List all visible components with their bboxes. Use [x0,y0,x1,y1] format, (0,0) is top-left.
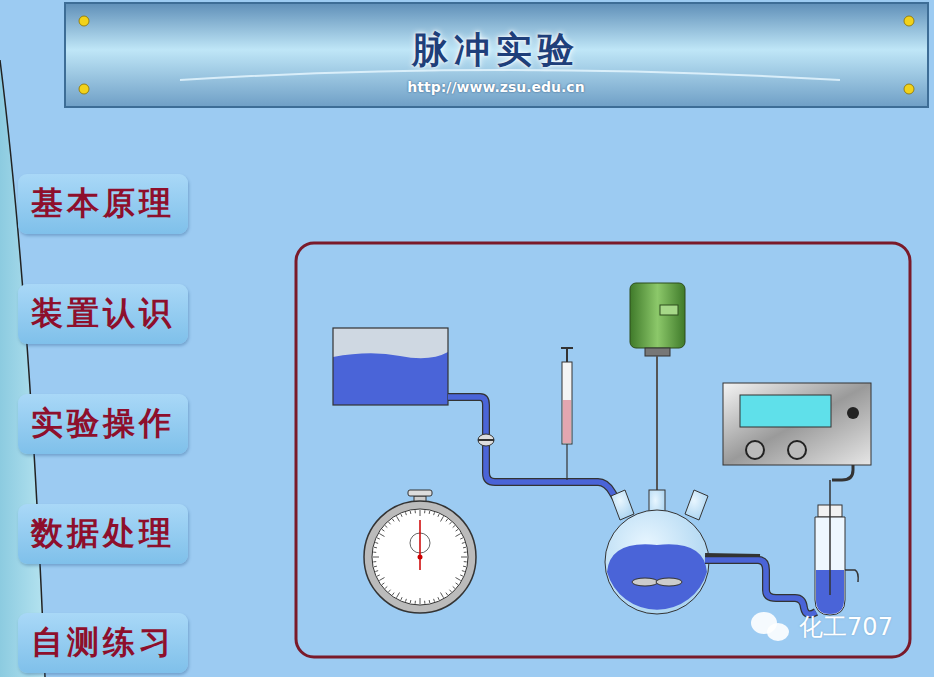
dial-tick [433,512,435,515]
dial-tick [379,534,384,537]
dial-tick [453,526,455,528]
dial-tick [438,597,439,600]
dial-tick [373,557,379,558]
dial-tick [389,590,391,592]
dial-tick [401,597,402,600]
water-tank [333,328,448,405]
dial-tick [373,561,376,562]
valve [478,434,494,446]
dial-tick [392,593,394,595]
feed-pipe [448,397,624,512]
dial-tick [438,514,439,517]
dial-tick [456,529,458,531]
dial-tick [401,514,402,517]
menu-button: 数据处理 [18,504,188,564]
dial-tick [389,522,391,524]
dial-tick [424,510,425,513]
menu-button: 实验操作 [18,394,188,454]
dial-tick [463,566,466,568]
dial-tick [461,557,467,558]
dial-tick [375,570,378,572]
menu-button: 基本原理 [18,174,188,234]
menu-button: 装置认识 [18,284,188,344]
dial-tick [410,511,412,514]
page-title: 脉冲实验 [412,26,580,75]
dial-tick [420,510,421,516]
dial-tick [463,547,466,549]
dial-tick [429,600,431,603]
dial-tick [373,552,376,553]
banner-swoosh [180,70,840,80]
apparatus-panel [296,243,910,657]
dial-tick [410,600,412,603]
dial-tick [464,552,467,553]
dial-tick [453,586,455,588]
dial-tick [456,534,461,537]
syringe [561,348,573,480]
dial-tick [382,529,384,531]
dial-tick [462,542,465,544]
dial-tick [441,516,444,521]
dial-tick [385,586,387,588]
feed-water [448,397,624,512]
dial-tick [456,583,458,585]
dial-tick [460,538,463,539]
dial-tick [433,599,435,602]
dial-tick [374,566,377,568]
dial-tick [449,590,451,592]
menu-button: 自测练习 [18,613,188,673]
menu-label: 基本原理 [31,182,175,226]
dial-tick [424,601,425,604]
dial-tick [446,593,448,595]
watermark: 化工707 [799,611,893,643]
menu-label: 装置认识 [31,292,175,336]
menu-label: 实验操作 [31,402,175,446]
dial-tick [377,538,380,539]
dial-tick [382,583,384,585]
three-neck-flask [605,490,760,614]
outlet-pipe [705,560,816,614]
dial-tick [385,526,387,528]
dial-tick [449,522,451,524]
dial-tick [415,601,416,604]
dial-tick [420,598,421,604]
dial-tick [374,547,377,549]
dial-tick [405,512,407,515]
url-text: http://www.zsu.edu.cn [407,79,584,95]
side-curve [0,60,45,677]
conductivity-meter [723,383,871,465]
dial-tick [456,578,461,581]
dial-tick [462,570,465,572]
dial-tick [441,593,444,598]
dial-tick [392,519,394,521]
dial-tick [397,516,400,521]
dial-tick [446,519,448,521]
dial-tick [460,575,463,576]
stopwatch [364,490,476,613]
banner-rivets [79,16,914,94]
dial-tick [377,575,380,576]
dial-tick [429,511,431,514]
dial-tick [397,593,400,598]
outlet-water [705,560,816,614]
dial-tick [415,510,416,513]
wechat-icon [751,612,789,641]
dial-tick [405,599,407,602]
dial-tick [379,578,384,581]
menu-label: 自测练习 [31,621,175,665]
dial-tick [375,542,378,544]
menu-label: 数据处理 [31,512,175,556]
title-banner [65,3,928,107]
dial-tick [464,561,467,562]
